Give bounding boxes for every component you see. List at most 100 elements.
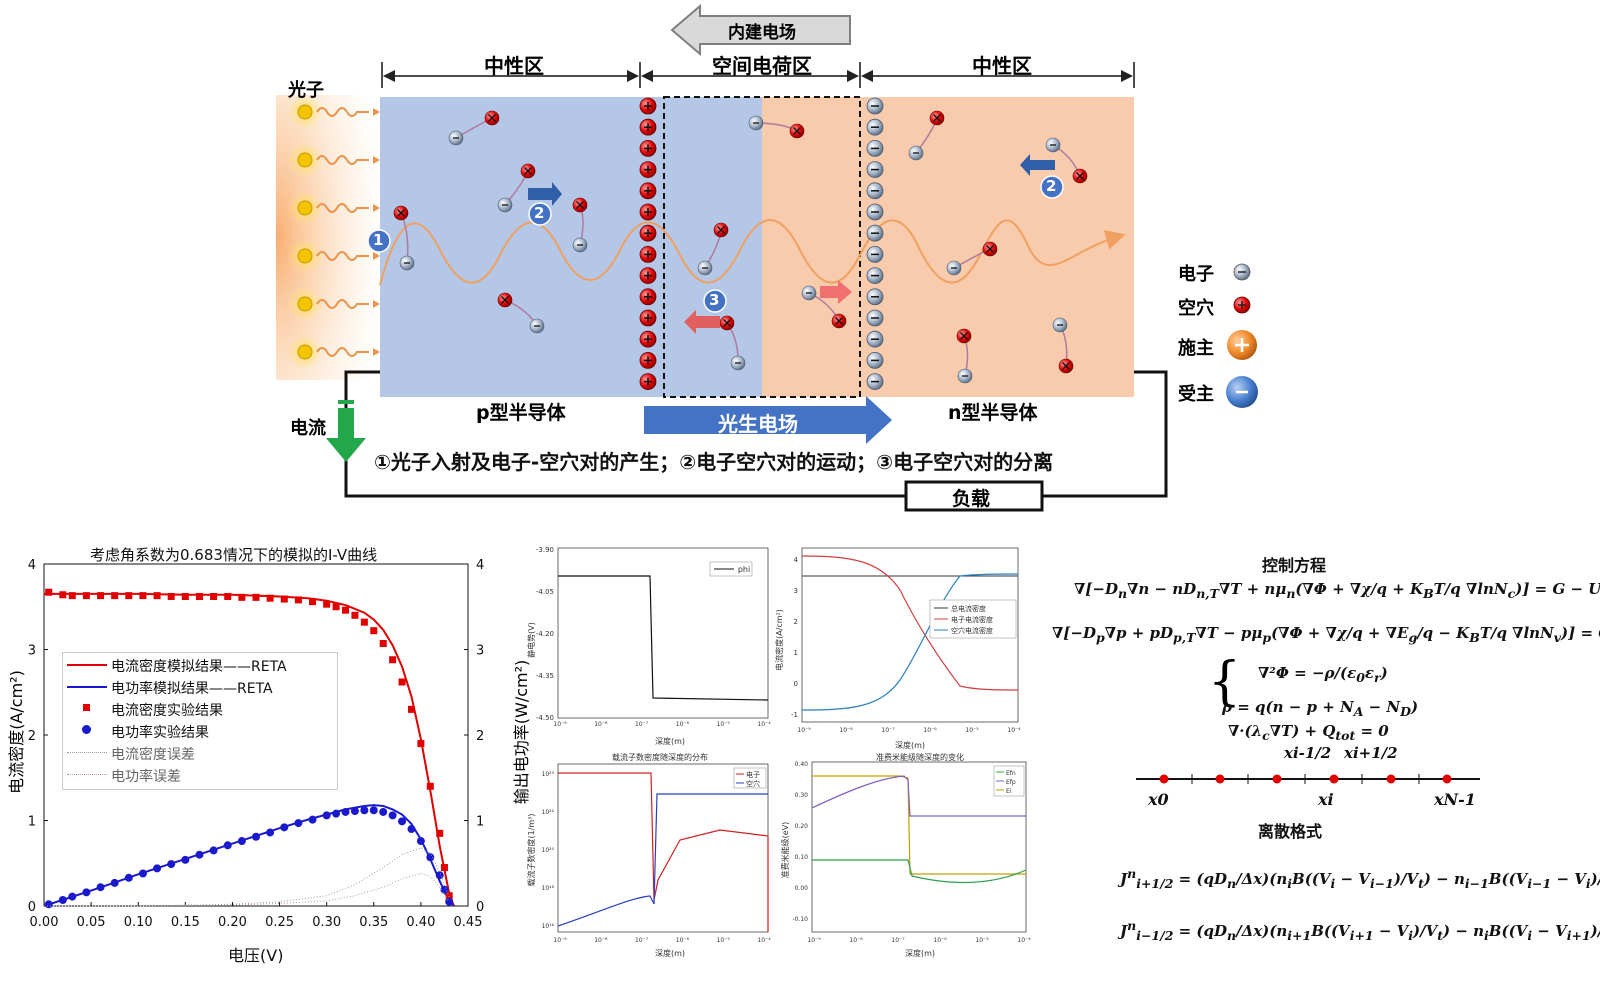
current-legend-label: 总电流密度 (951, 604, 986, 613)
photon-wave (316, 299, 369, 309)
iv-power-exp-point (138, 869, 147, 878)
fixed-hole-charge (639, 118, 657, 136)
efn-curve (812, 859, 1027, 884)
step-badge-2a (528, 202, 552, 226)
iv-power-exp-point (398, 817, 407, 826)
fixed-electron-charge (866, 139, 884, 157)
iv-y-tick-label: 2 (28, 729, 36, 744)
iv-x-tick-label: 0.25 (265, 915, 294, 930)
phi-y-tick: -4.35 (536, 672, 554, 680)
electron-particle (448, 130, 464, 146)
mini-tick-label: 10⁻⁷ (635, 721, 649, 728)
fixed-hole-charge (639, 97, 657, 115)
iv-power-exp-point (369, 806, 378, 815)
iv-y2-tick-label: 2 (476, 729, 484, 744)
step-badge-3 (703, 289, 727, 313)
mini-tick-label: 10⁻⁶ (676, 937, 690, 944)
electron-particle (399, 255, 415, 271)
built-in-field-label: 内建电场 (728, 23, 796, 43)
sun-icon (287, 142, 380, 178)
iv-power-exp-point (96, 883, 105, 892)
energy-y-tick: 0.20 (795, 823, 809, 830)
energy-y-tick: 0.40 (795, 761, 809, 768)
photon-wave (316, 251, 369, 261)
current-arrow (326, 400, 366, 462)
grid-label-xN-1: xN-1 (1434, 790, 1476, 809)
fixed-electron-charge (866, 309, 884, 327)
current-y-tick: 4 (794, 556, 799, 564)
iv-current-exp-point (111, 592, 119, 600)
energy-y-tick: -0.10 (792, 916, 808, 923)
iv-power-exp-point (379, 807, 388, 816)
iv-current-exp-point (167, 592, 175, 600)
mini-tick-label: 10⁻⁹ (797, 727, 811, 734)
iv-legend-item: 电流密度实验结果 (63, 699, 333, 719)
iv-series-line (44, 872, 450, 907)
step-1-label: 1 (373, 231, 384, 249)
energy-y-tick: 0.10 (795, 854, 809, 861)
iv-power-exp-point (280, 823, 289, 832)
mini-tick-label: 10⁻⁷ (891, 937, 905, 944)
iv-current-exp-point (59, 591, 67, 599)
photo-field-label: 光生电场 (718, 412, 798, 436)
current-y-tick: 0 (794, 680, 798, 688)
current-y-tick: 2 (794, 618, 798, 626)
electron-particle (572, 237, 588, 253)
grid-label-xi-half-minus: xi-1/2 (1284, 744, 1332, 762)
grid-label-x0: x0 (1148, 790, 1169, 809)
iv-legend-label: 电流密度模拟结果——RETA (111, 659, 287, 675)
hole-particle (393, 205, 409, 221)
iv-current-exp-point (360, 618, 368, 626)
photon-sources (287, 94, 380, 370)
iv-current-exp-point (398, 678, 406, 686)
electron-current-curve (801, 555, 1019, 691)
energy-legend-label: Ei (1006, 788, 1012, 795)
hole-continuity-equation: ∇[−Dp∇p + pDp,T∇T − pμp(∇Φ + ∇χ/q + ∇Eg/… (1052, 624, 1600, 645)
n-region (762, 97, 1134, 397)
fixed-hole-charge (639, 309, 657, 327)
iv-current-exp-point (195, 592, 203, 600)
iv-legend-symbol (67, 752, 107, 753)
fixed-electron-charge (866, 118, 884, 136)
iv-y2-tick-label: 0 (476, 900, 484, 915)
iv-current-exp-point (139, 592, 147, 600)
iv-current-exp-point (351, 611, 359, 619)
legend-hole-icon (1233, 296, 1251, 314)
iv-legend-symbol (83, 704, 90, 711)
electron-particle (957, 368, 973, 384)
iv-current-exp-point (280, 595, 288, 603)
legend-electron-icon (1233, 263, 1251, 281)
current-y-tick: -1 (791, 711, 798, 719)
mini-tick-label: 10⁻⁴ (1017, 937, 1031, 944)
iv-power-exp-point (82, 888, 91, 897)
mini-tick-label: 10⁻⁸ (594, 937, 608, 944)
mini-tick-label: 10⁻⁶ (676, 721, 690, 728)
iv-current-exp-point (440, 864, 448, 872)
current-y-tick: 3 (794, 587, 798, 595)
discrete-flux-minus: Jni−1/2 = (qDn/Δx)(ni+1B((Vi+1 − Vi)/Vt)… (1120, 918, 1600, 943)
neutral-region-right-label: 中性区 (972, 54, 1032, 78)
mini-tick-label: 10⁻⁹ (553, 721, 567, 728)
carrier-legend-label: 电子 (746, 770, 760, 779)
hole-particle (1072, 168, 1088, 184)
iv-power-exp-point (388, 811, 397, 820)
iv-y2-tick-label: 4 (476, 558, 484, 573)
fixed-hole-charge (639, 139, 657, 157)
step-3-label: 3 (709, 291, 720, 309)
iv-current-exp-point (97, 592, 105, 600)
energy-legend-label: Efn (1006, 770, 1016, 777)
hole-particle (956, 328, 972, 344)
phi-y-tick: -3.90 (536, 546, 554, 554)
iv-power-exp-point (294, 819, 303, 828)
iv-power-exp-point (237, 837, 246, 846)
grid-label-xi: xi (1318, 790, 1334, 809)
sun-icon (287, 238, 380, 274)
fixed-electron-charge (866, 203, 884, 221)
iv-power-exp-point (440, 885, 449, 894)
photon-label: 光子 (288, 80, 324, 101)
energy-title: 准费米能级随深度的变化 (876, 752, 964, 762)
iv-x-tick-label: 0.15 (171, 915, 200, 930)
space-charge-label: 空间电荷区 (712, 54, 812, 78)
